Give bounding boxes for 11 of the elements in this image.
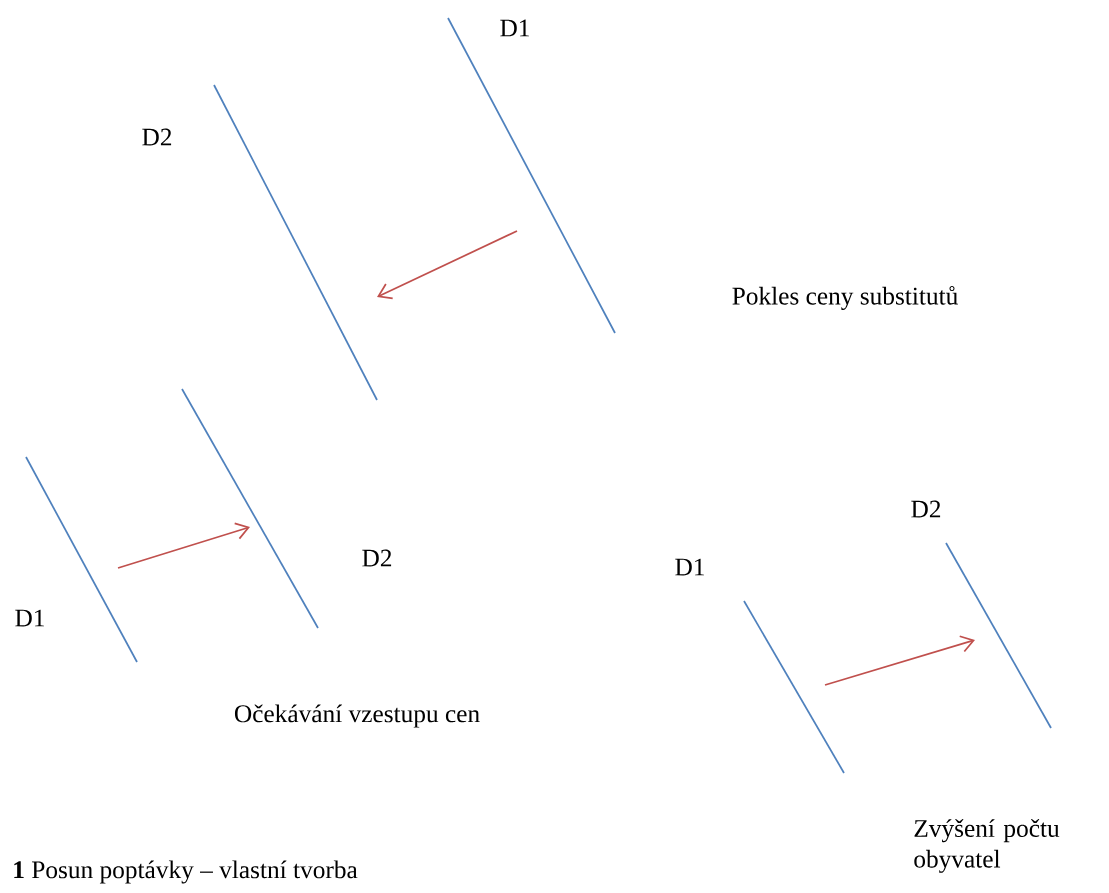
demand-curve: D2 bbox=[911, 500, 1052, 729]
arrow bbox=[377, 230, 518, 300]
demand-curve: D1 bbox=[675, 558, 845, 774]
description-label: Zvýšení počtu obyvatel bbox=[914, 819, 1060, 873]
description-label: Pokles ceny substitutů bbox=[732, 286, 958, 310]
demand-curve: D1 bbox=[15, 456, 138, 663]
figure-caption: 1 Posun poptávky – vlastní tvorba bbox=[14, 860, 358, 884]
demand-curve: D1 bbox=[447, 17, 616, 334]
arrow bbox=[117, 522, 250, 569]
arrow bbox=[824, 635, 975, 686]
description-label: Očekávání vzestupu cen bbox=[234, 704, 480, 728]
